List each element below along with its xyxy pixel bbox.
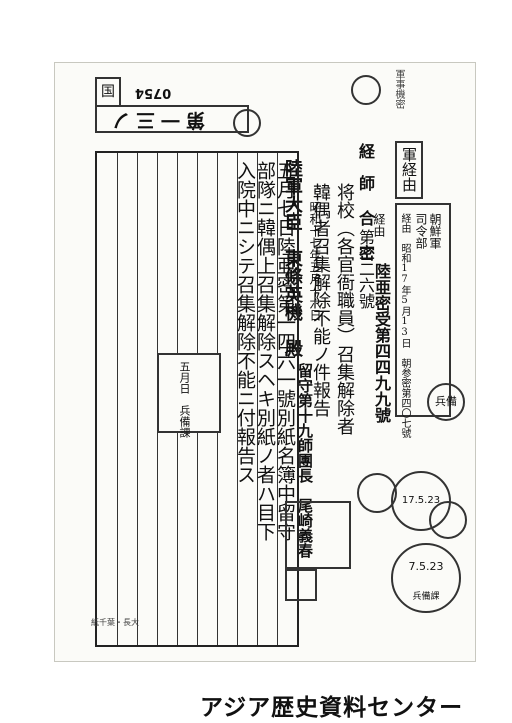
body-line-1: 五月七日陸亜密第一四六一號別紙名簿中留守 <box>274 161 296 541</box>
rule-line <box>257 153 258 645</box>
body-line-2: 部隊ニ韓偶上召集解除スヘキ別紙ノ者ハ目下 <box>254 161 276 541</box>
title-line-2: 韓偶者召集解除不能ノ件報告 <box>310 183 331 417</box>
branch-stamp-text: 兵備 <box>435 395 457 408</box>
doc-number: 0754 <box>135 85 172 100</box>
rule-line <box>137 153 138 645</box>
reference-number: 陸亜密受第四四九九號 <box>372 263 391 423</box>
top-right-seal <box>351 75 381 105</box>
right-seal-a <box>357 473 397 513</box>
title-line-1: 将校（各官衙職員）召集解除者 <box>334 183 355 435</box>
sender-unit: 留守第十九師團長 尾崎義春 <box>296 363 314 558</box>
date-stamp-2-text: 7.5.23 <box>408 560 444 573</box>
file-label-box: 第一三ノ <box>95 105 249 133</box>
square-seal <box>285 501 351 569</box>
received-stamp-text: 五月日 兵備課 <box>178 361 191 438</box>
small-note: 紙千葉・長大 <box>91 618 139 627</box>
department: 経 師 合 密 <box>356 143 375 261</box>
file-seal <box>233 109 261 137</box>
archive-footer-label: アジア歴史資料センター <box>200 695 464 721</box>
bottom-stamp-text: 兵備課 <box>412 592 440 602</box>
ruled-body: 五月七日陸亜密第一四六一號別紙名簿中留守 部隊ニ韓偶上召集解除スヘキ別紙ノ者ハ目… <box>95 151 299 647</box>
rule-line <box>117 153 118 645</box>
top-left-stamp-text: 国 <box>101 84 115 100</box>
route-text: 軍経由 <box>400 147 418 192</box>
top-right-note: 軍事機密 <box>393 69 404 109</box>
date-stamp-1-text: 17.5.23 <box>401 495 441 506</box>
via-detail: 経由 昭和17年5月13日 朝参密第四〇七號 <box>399 213 410 438</box>
via-line1: 朝鮮軍 <box>428 213 442 249</box>
sender-code: 第二二六號 <box>356 229 375 309</box>
route-box: 軍経由 <box>395 141 423 199</box>
received-stamp: 五月日 兵備課 <box>157 353 221 438</box>
rule-line <box>277 153 278 645</box>
via-line2: 司令部 <box>414 213 428 249</box>
top-left-stamp: 国 <box>95 77 121 107</box>
body-line-3: 入院中ニシテ召集解除不能ニ付報告ス <box>234 161 256 484</box>
file-label: 第一三ノ <box>105 109 206 131</box>
square-seal-2 <box>285 569 317 601</box>
date-column: 昭和十七年五月十六日 <box>308 201 322 321</box>
branch-stamp: 兵備 <box>427 383 465 421</box>
rule-line <box>237 153 238 645</box>
via-box: 朝鮮軍 司令部 経由 昭和17年5月13日 朝参密第四〇七號 <box>395 203 451 438</box>
right-seal-b <box>429 501 467 539</box>
date-stamp-2: 7.5.23 兵備課 <box>391 543 461 613</box>
document-sheet: 0754 国 第一三ノ 軍事機密 軍経由 朝鮮軍 司令部 経由 昭和17年5月1… <box>54 62 476 662</box>
sent-to: 経由 <box>372 213 386 237</box>
